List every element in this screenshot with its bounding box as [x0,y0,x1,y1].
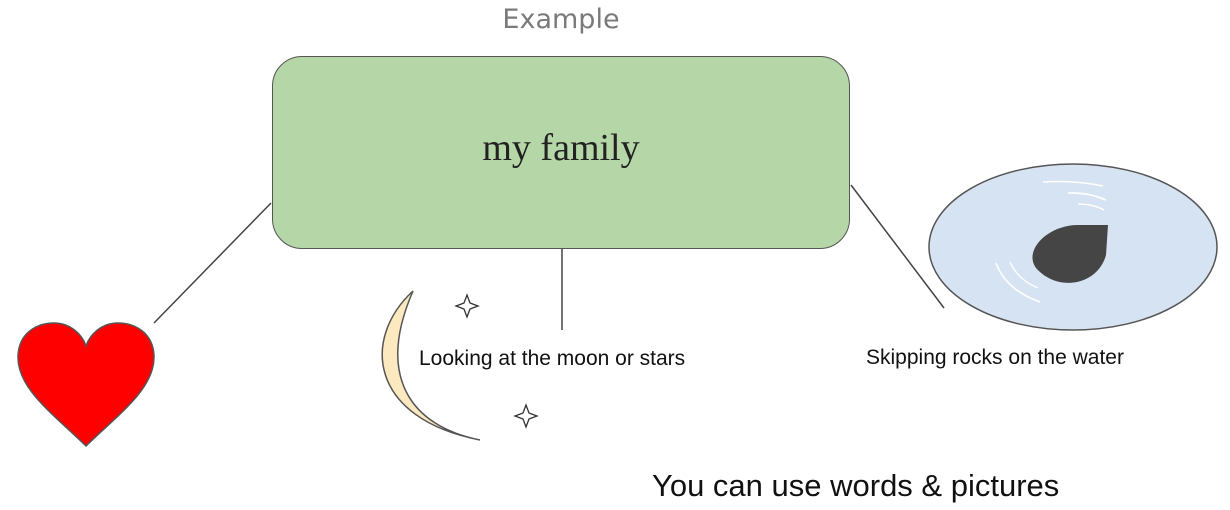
heart-icon [17,322,155,448]
diagram-title: Example [502,4,620,35]
star-icon [454,293,480,319]
moon-icon [381,290,481,441]
center-node: my family [272,56,850,249]
rock-in-water-icon [928,163,1218,331]
star-icon [513,403,539,429]
connector-to-rocks [850,184,945,309]
moon-caption: Looking at the moon or stars [419,347,686,370]
connector-to-heart [153,202,272,324]
rocks-caption: Skipping rocks on the water [866,346,1124,369]
rock-icon [1032,225,1108,283]
moon-and-stars-icon [381,290,539,441]
footer-note: You can use words & pictures [652,468,1060,503]
center-node-label: my family [482,126,640,169]
